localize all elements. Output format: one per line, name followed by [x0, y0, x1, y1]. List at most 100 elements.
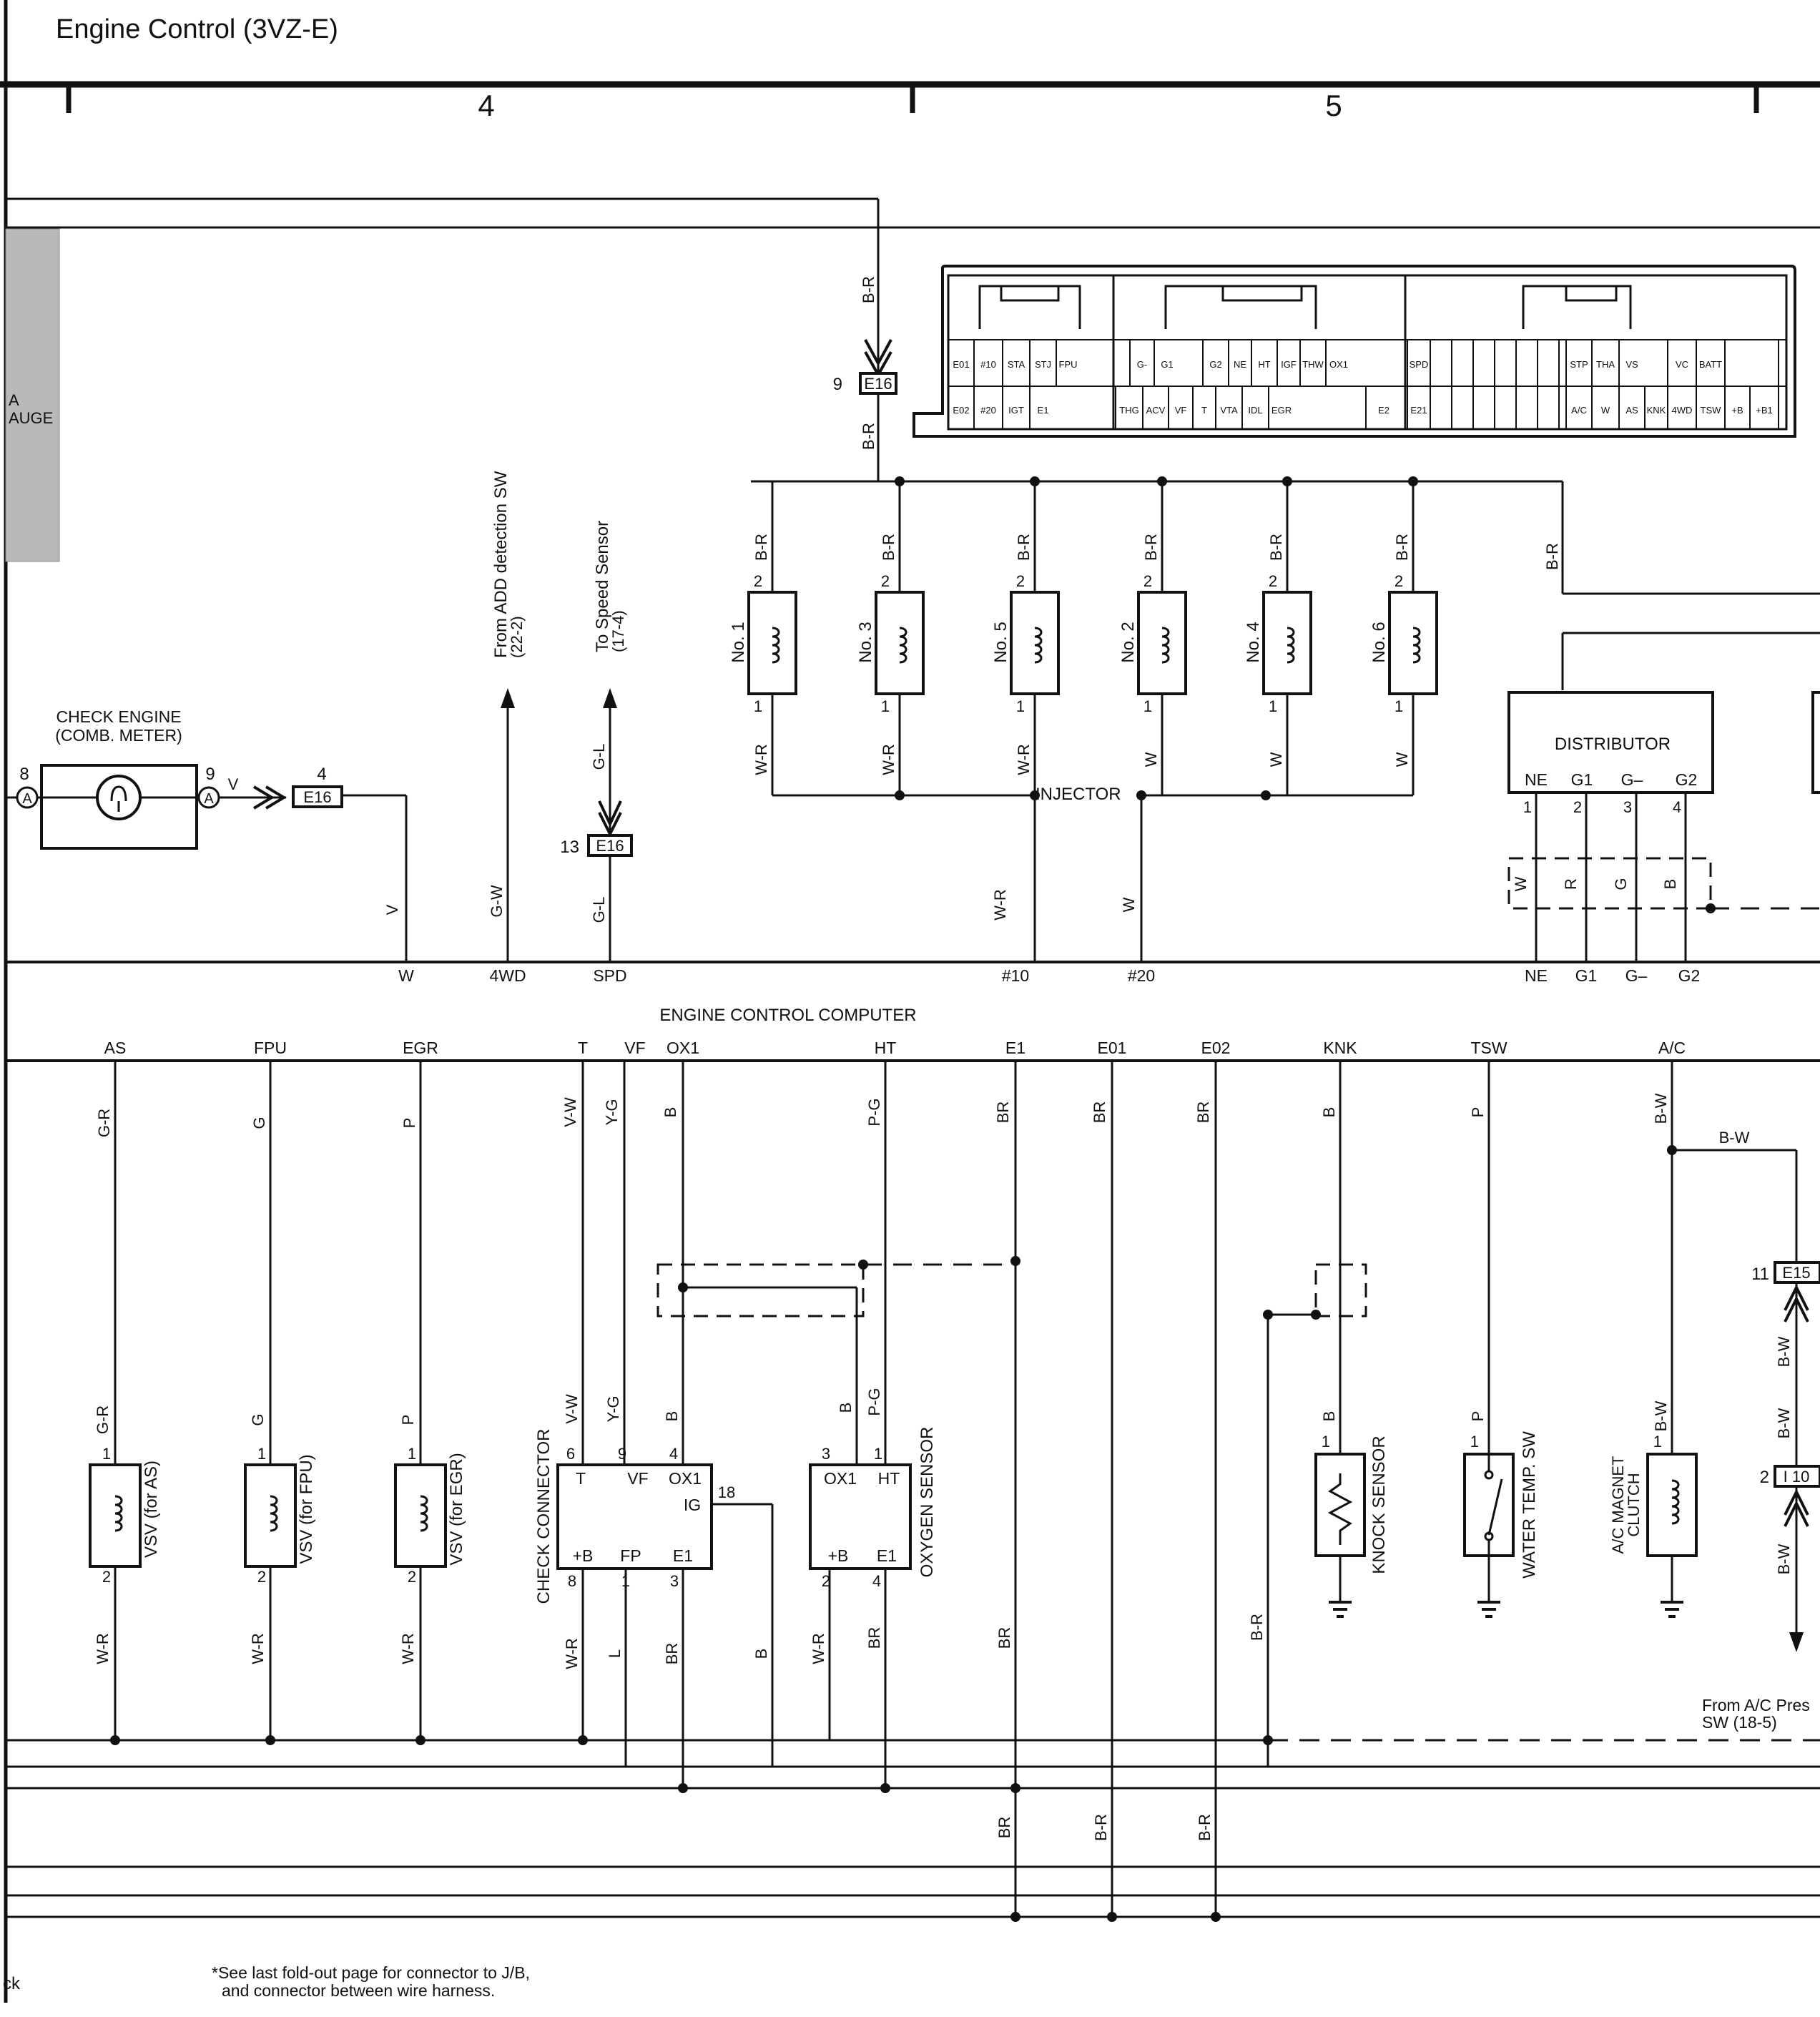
junction-dot [1282, 476, 1292, 486]
ecu-pin-row2-20: +B1 [1756, 405, 1773, 416]
oxygen-sensor [809, 1463, 912, 1570]
oxygen-sensor-label: OXYGEN SENSOR [918, 1427, 937, 1578]
injector-bot-wire: W [1267, 752, 1285, 767]
ecu-pin-row2-12: E21 [1410, 405, 1427, 416]
ecu-pin-row2-7: T [1201, 405, 1207, 416]
distributor-wire-1: R [1562, 878, 1580, 890]
e15-wire-3: B-W [1775, 1544, 1793, 1574]
cc-wire-bot-2: BR [663, 1643, 681, 1665]
water-temp-pin: 1 [1470, 1433, 1479, 1451]
injector-pin-2: 2 [881, 572, 890, 590]
injector-bot-wire: W [1142, 752, 1160, 767]
cc-wire-bot-1: L [606, 1649, 624, 1658]
ecu-pin-row1-0: E01 [953, 359, 969, 370]
junction-dot [1263, 1310, 1273, 1320]
os-top-1: HT [878, 1469, 900, 1488]
to-speed-line1: To Speed Sensor [593, 521, 612, 652]
vsv-top-wire: G [249, 1413, 267, 1425]
e15-connector: E15 [1782, 1264, 1810, 1282]
ac-clutch-label2: CLUTCH [1625, 1473, 1643, 1536]
wire-v-meter: V [228, 775, 239, 793]
lower-terminal-11: TSW [1470, 1039, 1507, 1057]
lower-terminal-12: A/C [1658, 1039, 1686, 1057]
ecu-pin-row1-4: FPU [1059, 359, 1078, 370]
injector-bot-wire: W-R [1015, 744, 1033, 775]
meter-connector-left: A [22, 791, 32, 807]
vsv-bot-wire: W-R [249, 1633, 267, 1664]
wire-fpu: G [250, 1117, 268, 1129]
vsv-pin-1: 1 [257, 1445, 266, 1463]
injector-coil-icon [1161, 627, 1170, 664]
gauge-fragment-a: A [9, 391, 19, 409]
vsv-label: VSV (for EGR) [447, 1453, 466, 1565]
wire-ac: B-W [1652, 1093, 1670, 1124]
junction-dot [1157, 476, 1167, 486]
upper-terminal-4: #20 [1128, 966, 1155, 985]
distributor-label: DISTRIBUTOR [1555, 735, 1671, 754]
upper-terminal-8: G2 [1678, 966, 1701, 985]
cc-bot-0: +B [573, 1546, 594, 1565]
ecu-pin-row2-3: E1 [1038, 405, 1049, 416]
injector-top-wire: B-R [1267, 534, 1285, 561]
injector-coil-box [875, 591, 925, 695]
injector-top-wire: B-R [1142, 534, 1160, 561]
ecu-pin-row2-11: E2 [1378, 405, 1389, 416]
wire-knk: B [1320, 1107, 1338, 1118]
injector-pin-2: 2 [1016, 572, 1025, 590]
ecu-pin-row2-0: E02 [953, 405, 969, 416]
cc-bot-num-2: 3 [670, 1572, 679, 1590]
e15-wire-2: B-W [1775, 1408, 1793, 1438]
vsv-pin-2: 2 [102, 1568, 111, 1586]
e16-spd-connector: E16 [596, 837, 624, 855]
ecu-pin-row2-8: VTA [1220, 405, 1238, 416]
distributor-pin-num-0: 1 [1523, 798, 1532, 816]
junction-dot [880, 1783, 890, 1793]
check-engine-pin-8: 8 [19, 765, 29, 784]
injector-coil-box [747, 591, 797, 695]
injector-name: No. 3 [856, 622, 875, 662]
check-engine-label: CHECK ENGINE [56, 707, 181, 726]
ecu-pin-row1-18: BATT [1699, 359, 1722, 370]
knock-sensor-wire: B [1320, 1411, 1338, 1422]
injector-pin-1: 1 [1394, 697, 1403, 715]
lower-terminal-5: OX1 [666, 1039, 699, 1057]
wire-egr: P [400, 1118, 418, 1129]
os-top-0: OX1 [824, 1469, 857, 1488]
ecu-pin-row2-15: AS [1625, 405, 1638, 416]
ac-clutch-pin: 1 [1653, 1433, 1662, 1451]
distributor-pin-num-3: 4 [1673, 798, 1681, 816]
injector-top-wire: B-R [880, 534, 897, 561]
column-number-4: 4 [478, 89, 494, 122]
vsv-pin-1: 1 [408, 1445, 416, 1463]
ecu-pin-row2-19: +B [1731, 405, 1743, 416]
injector-pin-2: 2 [754, 572, 762, 590]
cc-ig-num: 18 [718, 1483, 735, 1501]
wire-tsw: P [1469, 1107, 1487, 1118]
ecu-pin-row1-6: G1 [1161, 359, 1173, 370]
wire-br-e01: B-R [1092, 1814, 1110, 1841]
cc-top-num-2: 4 [669, 1445, 678, 1463]
ecu-pin-row1-17: VC [1676, 359, 1688, 370]
junction-dot [678, 1783, 688, 1793]
cc-top-num-0: 6 [566, 1445, 575, 1463]
vsv-top-wire: G-R [94, 1405, 112, 1434]
lower-terminal-8: E01 [1098, 1039, 1127, 1057]
injector-pin-2: 2 [1143, 572, 1152, 590]
os-top-num-0: 3 [822, 1445, 830, 1463]
water-temp-label: WATER TEMP. SW [1520, 1431, 1539, 1579]
ecu-pin-row1-9: HT [1258, 359, 1270, 370]
i10-connector: I 10 [1784, 1468, 1810, 1486]
distributor: DISTRIBUTOR [1507, 691, 1714, 794]
injector-name: No. 4 [1244, 622, 1263, 662]
upper-terminal-3: #10 [1002, 966, 1029, 985]
lower-terminal-4: VF [624, 1039, 645, 1057]
wire-ht: P-G [865, 1098, 883, 1126]
wire-br-knk: B-R [1248, 1614, 1266, 1641]
ecu-pin-row1-3: STJ [1035, 359, 1051, 370]
os-wire-top-1: P-G [865, 1388, 883, 1415]
ecu-pin-row1-5: G- [1137, 359, 1147, 370]
distributor-shield [1507, 857, 1712, 910]
junction-dot [1211, 1912, 1221, 1922]
injector-name: No. 6 [1369, 622, 1389, 662]
